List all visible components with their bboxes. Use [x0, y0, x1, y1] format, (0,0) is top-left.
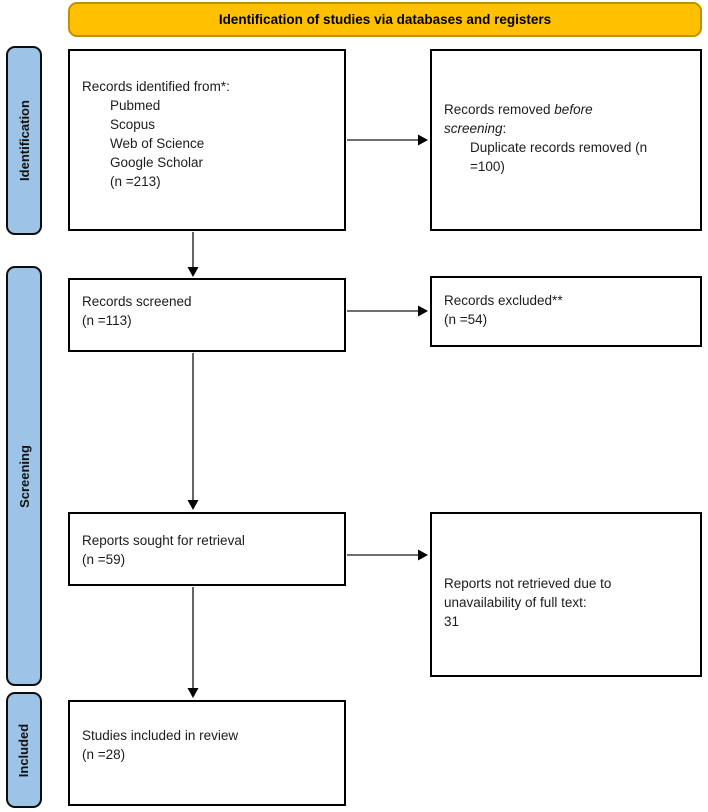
stage-label-screening: Screening — [16, 444, 32, 508]
box-records-identified-title: Records identified from*: — [82, 79, 230, 94]
box-records-screened: Records screened (n =113) — [68, 278, 346, 352]
duplicates-removed-count: =100) — [470, 159, 505, 174]
box-reports-sought: Reports sought for retrieval (n =59) — [68, 512, 346, 586]
arrow-screened-to-excluded — [347, 305, 428, 317]
database-google-scholar: Google Scholar — [110, 155, 204, 170]
banner-title: Identification of studies via databases … — [218, 12, 552, 27]
stage-tab-identification: Identification — [6, 46, 42, 235]
box-records-removed: Records removed before screening: Duplic… — [430, 49, 702, 231]
box-records-excluded: Records excluded** (n =54) — [430, 276, 702, 347]
stage-label-included: Included — [16, 723, 32, 777]
stage-tab-included: Included — [6, 692, 42, 808]
studies-included-count: (n =28) — [82, 747, 126, 762]
arrow-sought-to-notretrieved — [347, 549, 428, 561]
arrow-screened-to-sought — [187, 353, 199, 510]
reports-not-retrieved-line-1: Reports not retrieved due to — [444, 576, 612, 591]
records-identified-count: (n =213) — [110, 174, 161, 189]
box-records-identified: Records identified from*: Pubmed Scopus … — [68, 49, 346, 231]
reports-sought-label: Reports sought for retrieval — [82, 533, 245, 548]
box-reports-not-retrieved: Reports not retrieved due to unavailabil… — [430, 512, 702, 677]
box-studies-included: Studies included in review (n =28) — [68, 700, 346, 806]
studies-included-label: Studies included in review — [82, 728, 239, 743]
database-web-of-science: Web of Science — [110, 136, 205, 151]
arrow-sought-to-included — [187, 587, 199, 698]
records-removed-line-2: screening: — [444, 121, 507, 136]
database-scopus: Scopus — [110, 117, 156, 132]
reports-not-retrieved-count: 31 — [444, 614, 460, 629]
arrow-identified-to-removed — [347, 134, 428, 146]
reports-not-retrieved-line-2: unavailability of full text: — [444, 595, 587, 610]
records-screened-label: Records screened — [82, 294, 192, 309]
records-removed-line-1: Records removed before — [444, 102, 593, 117]
records-excluded-label: Records excluded** — [444, 293, 563, 308]
stage-label-identification: Identification — [16, 100, 32, 181]
arrow-identified-to-screened — [187, 232, 199, 277]
banner: Identification of studies via databases … — [68, 2, 702, 37]
records-screened-count: (n =113) — [82, 313, 132, 328]
database-pubmed: Pubmed — [110, 98, 161, 113]
records-excluded-count: (n =54) — [444, 312, 488, 327]
reports-sought-count: (n =59) — [82, 552, 126, 567]
stage-tab-screening: Screening — [6, 266, 42, 686]
duplicates-removed-line-1: Duplicate records removed (n — [470, 140, 648, 155]
